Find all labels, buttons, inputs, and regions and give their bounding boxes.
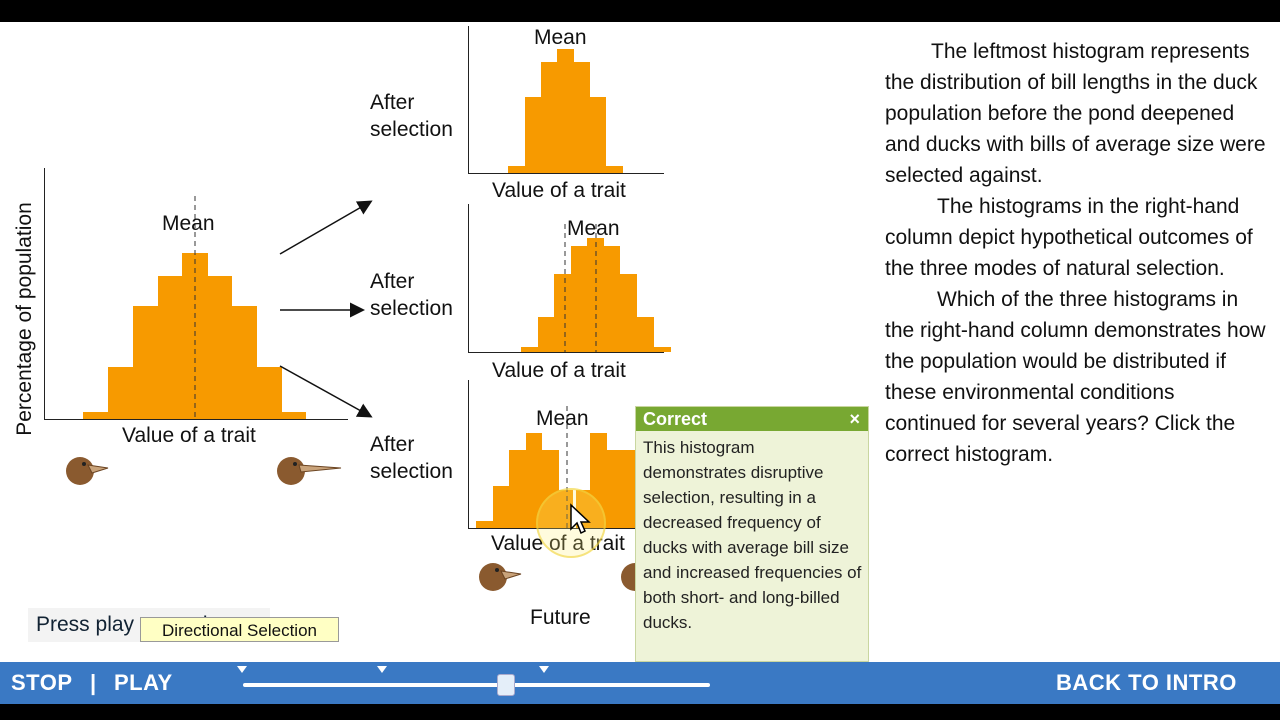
hist2-mean-label: Mean [567, 217, 620, 240]
duck-head-icon [479, 563, 522, 591]
hist3-bar [476, 521, 493, 528]
hist2-x-axis [468, 352, 664, 353]
description-paragraph-1: The leftmost histogram represents the di… [885, 40, 1266, 187]
hist1-bar [557, 49, 574, 173]
selection-label-1: selection [370, 118, 453, 141]
selection-label-2: selection [370, 297, 453, 320]
original-bar [208, 276, 232, 419]
hist1-bar [590, 97, 606, 173]
popup-body: This histogram demonstrates disruptive s… [643, 438, 862, 632]
close-icon[interactable]: × [849, 409, 860, 429]
original-bar [232, 306, 257, 419]
left-y-axis [44, 168, 45, 420]
chapter-marker[interactable] [237, 666, 247, 673]
future-label: Future [530, 606, 591, 629]
arrow-icon [279, 200, 373, 418]
control-bar: STOP | PLAY BACK TO INTRO [0, 662, 1280, 704]
hist2-y-axis [468, 204, 469, 353]
after-label-2: After [370, 270, 415, 293]
popup-header: Correct × [636, 407, 868, 431]
hist1-bar [574, 62, 590, 173]
hist2-bar [587, 238, 604, 352]
letterbox [0, 704, 1280, 720]
hist1-bar [508, 166, 525, 173]
original-bar [108, 367, 133, 419]
hist2-bar [637, 317, 654, 352]
histogram-stabilizing[interactable]: Mean Value of a trait [466, 22, 666, 202]
original-bar [158, 276, 182, 419]
left-x-axis [44, 419, 348, 420]
hist3-bar [607, 450, 636, 528]
hist1-mean-label: Mean [534, 26, 587, 49]
hist2-bar [620, 274, 637, 352]
hist3-mean-label: Mean [536, 407, 589, 430]
selection-label-3: selection [370, 460, 453, 483]
hist3-y-axis [468, 380, 469, 529]
hist2-bar [654, 347, 671, 352]
progress-slider-handle[interactable] [497, 674, 515, 696]
duck-head-icon [277, 457, 342, 485]
description: The leftmost histogram represents the di… [885, 36, 1270, 470]
chapter-marker[interactable] [377, 666, 387, 673]
original-bar [83, 412, 108, 419]
hist1-bar [525, 97, 541, 173]
original-x-label: Value of a trait [122, 424, 256, 447]
feedback-popup: Correct × This histogram demonstrates di… [635, 406, 869, 662]
play-button[interactable]: PLAY [114, 670, 173, 695]
hist2-bar [521, 347, 538, 352]
mouse-cursor-icon [570, 503, 591, 535]
progress-track[interactable] [243, 683, 710, 687]
original-bar [133, 306, 158, 419]
hist2-bar [571, 246, 587, 352]
hist1-y-axis [468, 26, 469, 174]
hist1-x-label: Value of a trait [492, 179, 626, 202]
hist1-bar [606, 166, 623, 173]
stop-button[interactable]: STOP [11, 670, 73, 695]
back-to-intro-button[interactable]: BACK TO INTRO [1056, 670, 1237, 695]
hist3-bar [493, 486, 509, 528]
description-paragraph-3: Which of the three histograms in the rig… [885, 288, 1266, 466]
original-mean-label: Mean [162, 212, 215, 235]
hist2-bar [538, 317, 554, 352]
duck-head-icon [66, 457, 109, 485]
hist2-bar [604, 246, 620, 352]
hist1-bar [541, 62, 557, 173]
hist1-x-axis [468, 173, 664, 174]
popup-title: Correct [643, 409, 708, 429]
original-bar [257, 367, 282, 419]
chapter-tooltip: Directional Selection [140, 617, 339, 642]
after-label-1: After [370, 91, 415, 114]
duck-head-icon [621, 563, 637, 591]
hist3-bar [509, 450, 526, 528]
stage: Percentage of population Mean Value of a… [0, 22, 1280, 662]
hist3-bar [526, 433, 542, 528]
hist2-x-label: Value of a trait [492, 359, 626, 382]
control-separator: | [90, 670, 97, 695]
original-histogram [0, 22, 400, 422]
hist2-bar [554, 274, 571, 352]
histogram-directional[interactable]: Mean Value of a trait [466, 202, 676, 382]
after-label-3: After [370, 433, 415, 456]
chapter-marker[interactable] [539, 666, 549, 673]
original-bar [282, 412, 306, 419]
description-paragraph-2: The histograms in the right-hand column … [885, 195, 1253, 280]
